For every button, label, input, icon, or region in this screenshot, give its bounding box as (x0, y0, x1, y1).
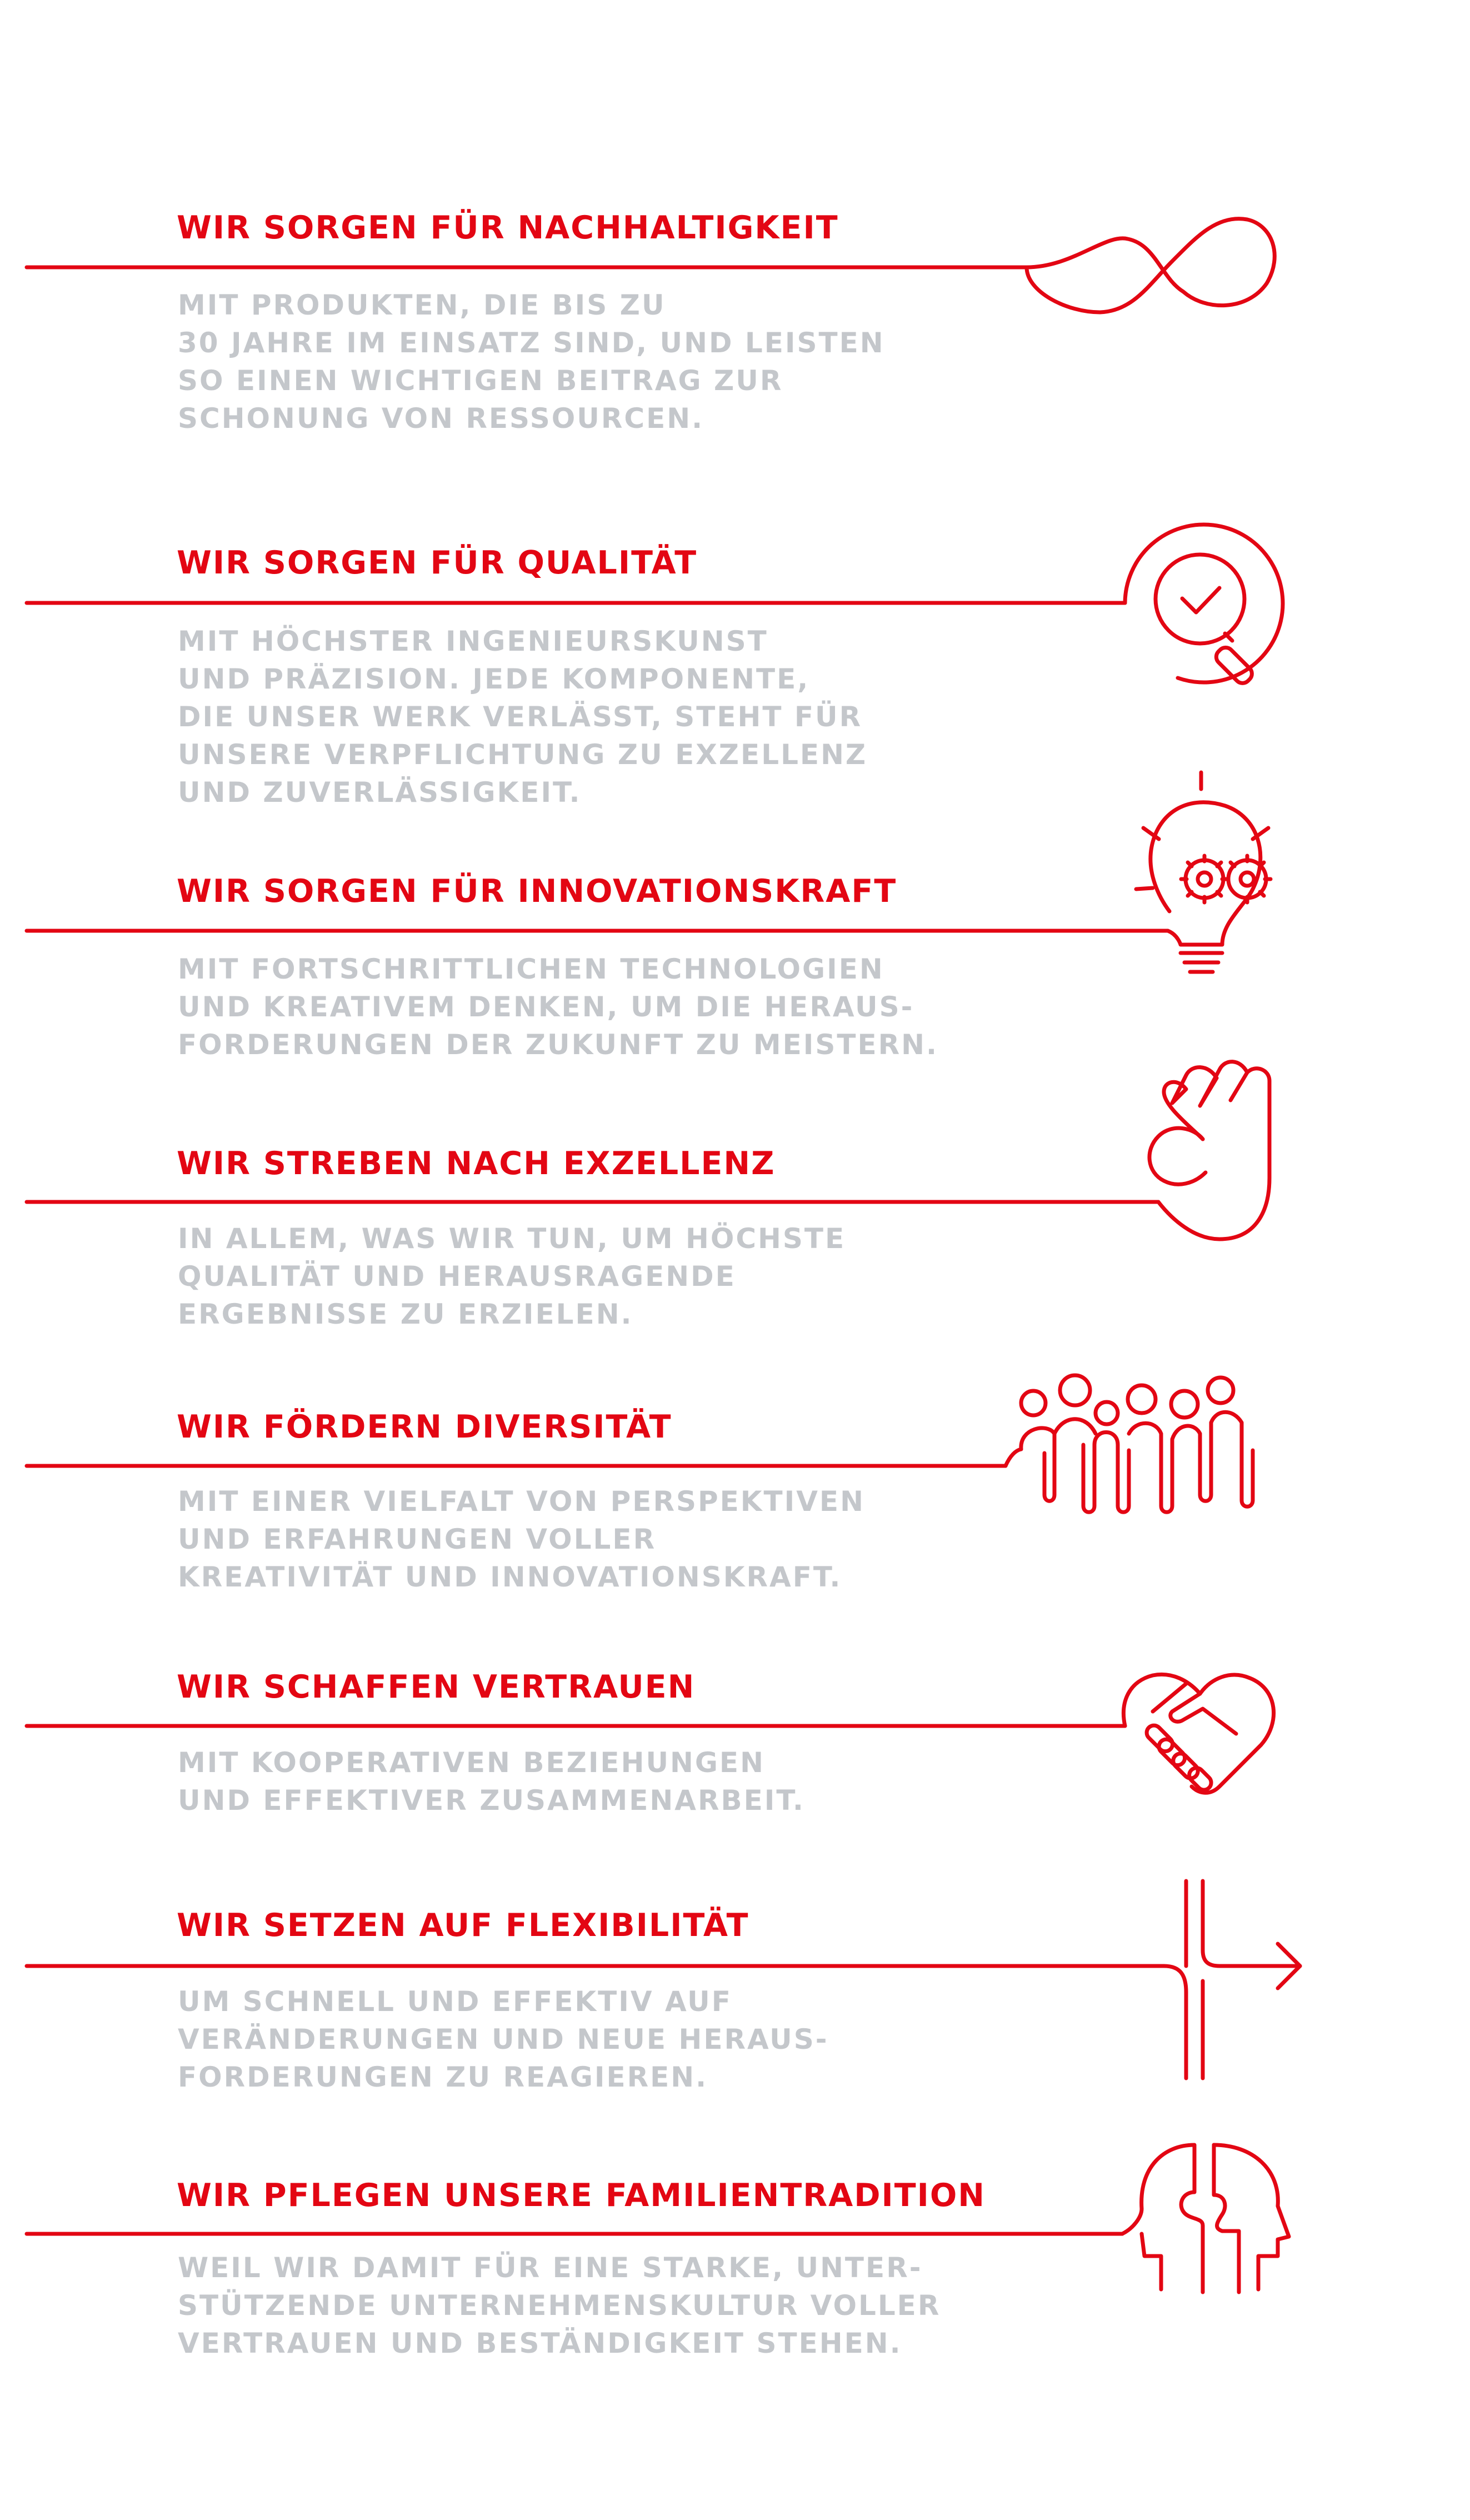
value-description: WEIL WIR DAMIT FÜR EINE STARKE, UNTER- S… (178, 2252, 941, 2359)
infinity-icon (24, 217, 1277, 315)
puzzle-heads-icon (24, 2143, 1291, 2294)
value-heading: WIR SETZEN AUF FLEXIBILITÄT (177, 1907, 749, 1944)
value-heading: WIR PFLEGEN UNSERE FAMILIENTRADITION (177, 2177, 986, 2214)
branch-arrow-icon (24, 1879, 1302, 2080)
value-description: MIT EINER VIELFALT VON PERSPEKTIVEN UND … (178, 1485, 865, 1593)
lightbulb-gears-icon (24, 770, 1273, 974)
value-heading: WIR SORGEN FÜR NACHHALTIGKEIT (177, 209, 839, 246)
people-group-icon (24, 1373, 1255, 1514)
value-description: MIT PRODUKTEN, DIE BIS ZU 30 JAHRE IM EI… (178, 289, 885, 435)
value-heading: WIR SCHAFFEN VERTRAUEN (177, 1669, 696, 1705)
value-heading: WIR STREBEN NACH EXZELLENZ (177, 1145, 776, 1182)
value-heading: WIR SORGEN FÜR INNOVATIONSKRAFT (177, 873, 897, 910)
value-heading: WIR FÖRDERN DIVERSITÄT (177, 1409, 672, 1445)
value-description: UM SCHNELL UND EFFEKTIV AUF VERÄNDERUNGE… (178, 1985, 829, 2093)
value-description: MIT FORTSCHRITTLICHEN TECHNOLOGIEN UND K… (178, 953, 939, 1061)
value-description: MIT HÖCHSTER INGENIEURSKUNST UND PRÄZISI… (178, 625, 868, 809)
value-description: MIT KOOPERATIVEN BEZIEHUNGEN UND EFFEKTI… (178, 1746, 805, 1817)
handshake-heart-icon (24, 1672, 1276, 1795)
magnifier-check-icon (24, 522, 1285, 685)
value-description: IN ALLEM, WAS WIR TUN, UM HÖCHSTE QUALIT… (178, 1222, 846, 1330)
value-heading: WIR SORGEN FÜR QUALITÄT (177, 545, 698, 581)
ok-hand-icon (24, 1060, 1272, 1241)
